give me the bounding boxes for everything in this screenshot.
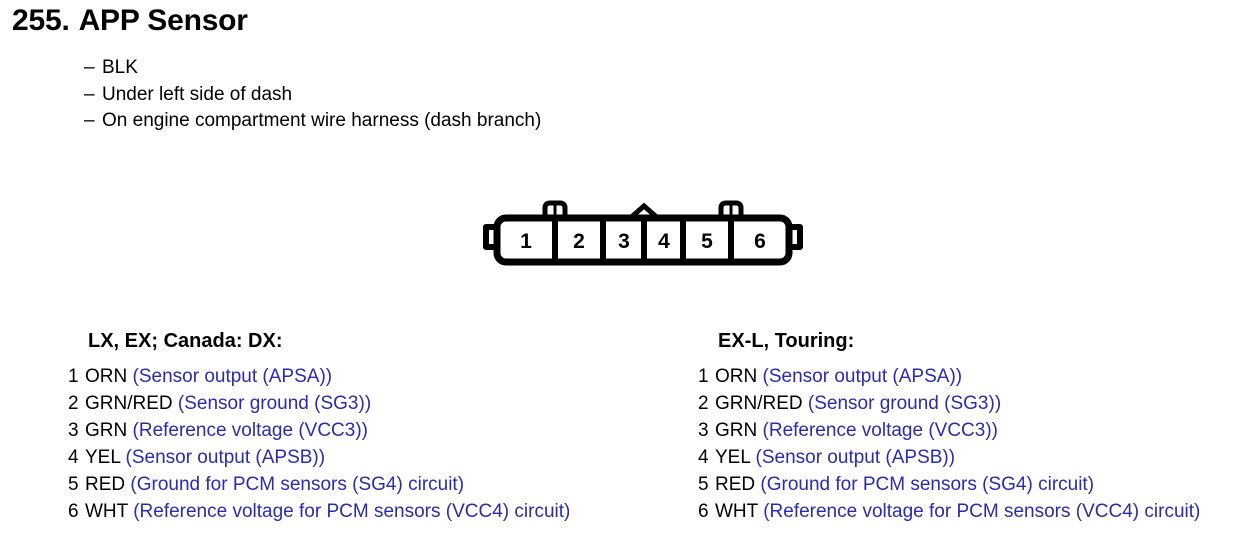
- cavity-label-5: 5: [701, 230, 713, 253]
- pin-column-heading: EX-L, Touring:: [718, 330, 855, 352]
- cavity-label-4: 4: [658, 230, 670, 253]
- pin-number: 1: [698, 366, 709, 387]
- pin-number: 4: [68, 447, 79, 468]
- lock-tab-right-icon: [718, 200, 744, 222]
- dash-bullet-icon: –: [84, 110, 95, 131]
- pin-description: (Sensor output (APSB)): [755, 447, 956, 468]
- pin-wire-color: GRN: [715, 420, 758, 441]
- pin-row: 6 WHT (Reference voltage for PCM sensors …: [698, 498, 1200, 525]
- pin-description: (Reference voltage (VCC3)): [762, 420, 998, 441]
- pin-row: 4 YEL (Sensor output (APSB)): [698, 444, 1200, 471]
- cavity-label-6: 6: [754, 230, 766, 253]
- pin-wire-color: WHT: [85, 501, 128, 522]
- pin-wire-color: GRN/RED: [715, 393, 803, 414]
- pin-number: 6: [698, 501, 709, 522]
- pin-number: 4: [698, 447, 709, 468]
- pin-row: 1 ORN (Sensor output (APSA)): [68, 363, 570, 390]
- pin-wire-color: RED: [85, 474, 126, 495]
- pin-wire-color: GRN: [85, 420, 128, 441]
- spec-item: –Under left side of dash: [84, 82, 541, 109]
- pin-description: (Sensor output (APSA)): [132, 366, 333, 387]
- pin-description: (Sensor ground (SG3)): [177, 393, 372, 414]
- pin-wire-color: RED: [715, 474, 756, 495]
- dash-bullet-icon: –: [84, 83, 95, 105]
- pin-description: (Reference voltage for PCM sensors (VCC4…: [133, 501, 571, 522]
- connector-svg: 1 2 3 4 5 6: [483, 200, 803, 266]
- pin-row: 1 ORN (Sensor output (APSA)): [698, 363, 1200, 390]
- pin-description: (Sensor ground (SG3)): [807, 393, 1002, 414]
- cavity-label-1: 1: [520, 230, 532, 253]
- pin-column-exl-touring: EX-L, Touring: 1 ORN (Sensor output (APSA…: [698, 330, 1200, 525]
- page-title-text: APP Sensor: [78, 4, 248, 37]
- connector-diagram: 1 2 3 4 5 6: [478, 196, 808, 276]
- pin-description: (Sensor output (APSA)): [762, 366, 963, 387]
- page-title-number: 255.: [12, 4, 70, 37]
- pin-row: 5 RED (Ground for PCM sensors (SG4) circu…: [698, 471, 1200, 498]
- pin-description: (Sensor output (APSB)): [125, 447, 326, 468]
- pin-row: 4 YEL (Sensor output (APSB)): [68, 444, 570, 471]
- dash-bullet-icon: –: [84, 57, 95, 78]
- spec-item: –BLK: [84, 55, 541, 82]
- spec-item-text: On engine compartment wire harness (dash…: [102, 110, 542, 131]
- pin-description: (Reference voltage (VCC3)): [132, 420, 368, 441]
- pin-description: (Ground for PCM sensors (SG4) circuit): [760, 474, 1095, 495]
- pin-row: 2 GRN/RED (Sensor ground (SG3)): [698, 390, 1200, 417]
- spec-item-text: BLK: [102, 57, 138, 78]
- pin-column-heading: LX, EX; Canada: DX:: [88, 330, 283, 352]
- pin-row: 6 WHT (Reference voltage for PCM sensors …: [68, 498, 570, 525]
- pin-number: 5: [68, 474, 79, 495]
- pin-description: (Reference voltage for PCM sensors (VCC4…: [763, 501, 1201, 522]
- pin-wire-color: YEL: [85, 447, 121, 468]
- pin-wire-color: ORN: [85, 366, 128, 387]
- pin-wire-color: GRN/RED: [85, 393, 173, 414]
- pin-column-lx-ex-dx: LX, EX; Canada: DX: 1 ORN (Sensor output …: [68, 330, 570, 525]
- spec-list: –BLK –Under left side of dash –On engine…: [84, 55, 541, 135]
- pin-row: 5 RED (Ground for PCM sensors (SG4) circu…: [68, 471, 570, 498]
- pin-number: 1: [68, 366, 79, 387]
- pin-number: 3: [68, 420, 79, 441]
- pin-row: 3 GRN (Reference voltage (VCC3)): [68, 417, 570, 444]
- pin-number: 2: [68, 393, 79, 414]
- pin-row: 2 GRN/RED (Sensor ground (SG3)): [68, 390, 570, 417]
- lock-tab-left-icon: [542, 200, 568, 222]
- pin-number: 5: [698, 474, 709, 495]
- pin-wire-color: ORN: [715, 366, 758, 387]
- pin-row: 3 GRN (Reference voltage (VCC3)): [698, 417, 1200, 444]
- spec-item: –On engine compartment wire harness (das…: [84, 108, 541, 135]
- pin-number: 3: [698, 420, 709, 441]
- page-title: 255.APP Sensor: [12, 4, 248, 38]
- pin-wire-color: YEL: [715, 447, 751, 468]
- cavity-label-2: 2: [573, 230, 585, 253]
- pin-number: 6: [68, 501, 79, 522]
- cavity-label-3: 3: [618, 230, 630, 253]
- pin-wire-color: WHT: [715, 501, 758, 522]
- spec-item-text: Under left side of dash: [102, 83, 293, 105]
- pin-number: 2: [698, 393, 709, 414]
- pin-description: (Ground for PCM sensors (SG4) circuit): [130, 474, 465, 495]
